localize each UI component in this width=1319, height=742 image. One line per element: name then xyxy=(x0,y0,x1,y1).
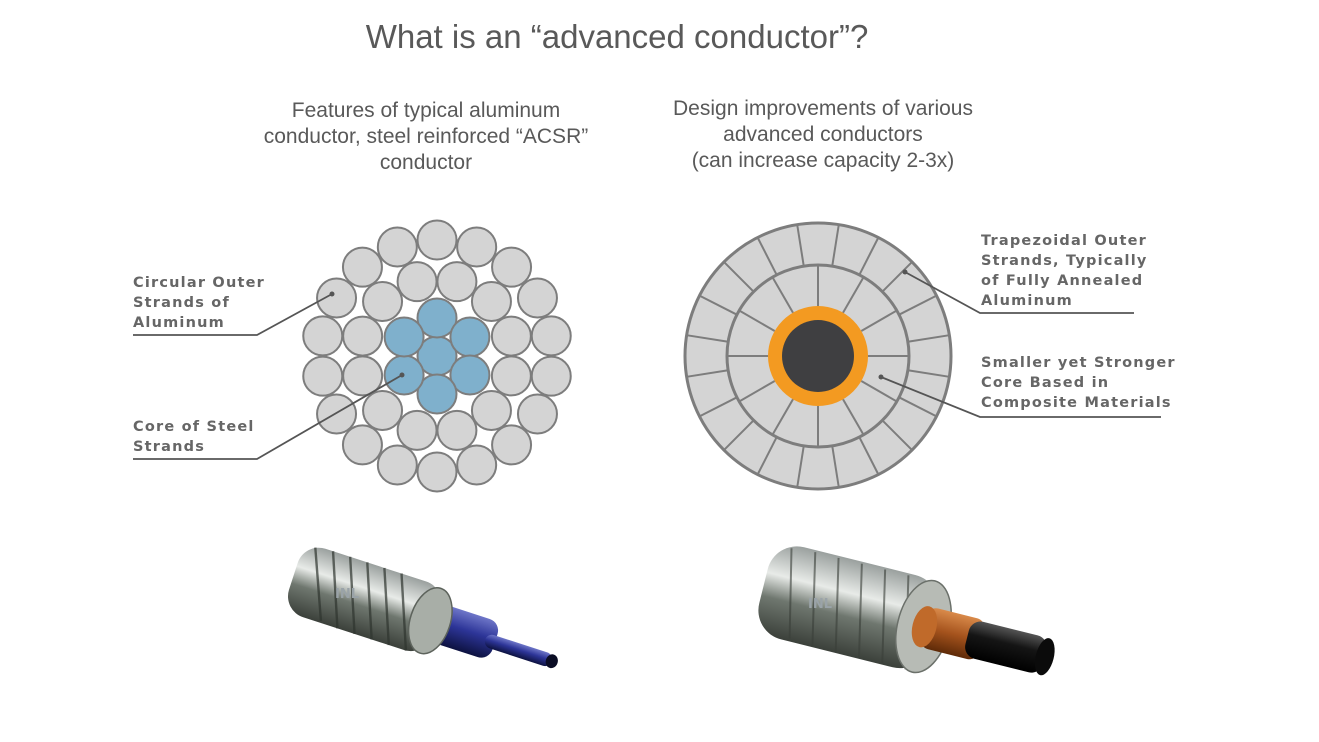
outer-strand-divider xyxy=(699,294,738,316)
outer-strand-divider xyxy=(907,334,950,343)
aluminum-strand xyxy=(396,409,438,451)
steel-strand xyxy=(449,316,491,358)
aluminum-strand xyxy=(491,246,533,288)
composite-core xyxy=(782,320,854,392)
outer-strand-divider xyxy=(699,396,738,418)
aluminum-strand xyxy=(456,444,498,486)
aluminum-strand xyxy=(302,355,344,397)
inner-strand-divider xyxy=(738,309,776,332)
steel-strand xyxy=(383,316,425,358)
aluminum-strand xyxy=(490,355,532,397)
acsr-cross-section xyxy=(302,219,572,493)
aluminum-strand xyxy=(436,409,478,451)
aluminum-strand xyxy=(530,315,572,357)
aluminum-strand xyxy=(456,226,498,268)
steel-strand xyxy=(416,373,458,415)
callout-steel-core: Core of Steel Strands xyxy=(133,419,255,455)
outer-strand-divider xyxy=(858,237,880,276)
outer-strand-divider xyxy=(881,261,913,293)
aluminum-strand xyxy=(376,444,418,486)
outer-strand-divider xyxy=(796,224,805,267)
outer-strand-divider xyxy=(907,369,950,378)
acsr-watermark: INL xyxy=(335,587,359,602)
outer-strand-divider xyxy=(686,369,729,378)
acsr-leader-lines xyxy=(133,291,405,460)
outer-strand-divider xyxy=(831,445,840,488)
acsr-heading: Features of typical aluminum conductor, … xyxy=(263,99,589,174)
outer-strand-divider xyxy=(723,419,755,451)
outer-strand-divider xyxy=(756,436,778,475)
inner-strand-divider xyxy=(842,276,865,314)
inner-strand-divider xyxy=(860,380,898,403)
inner-strand-divider xyxy=(842,398,865,436)
outer-strand-divider xyxy=(858,436,880,475)
outer-strand-divider xyxy=(881,419,913,451)
callout-trapezoidal-strands: Trapezoidal Outer Strands, Typically of … xyxy=(981,233,1148,309)
outer-strand-divider xyxy=(756,237,778,276)
inner-strand-divider xyxy=(738,380,776,403)
aluminum-strand xyxy=(362,281,404,323)
aluminum-strand xyxy=(470,389,512,431)
outer-strand-divider xyxy=(831,224,840,267)
steel-strand xyxy=(416,297,458,339)
advanced-heading: Design improvements of various advanced … xyxy=(673,97,973,172)
steel-strand xyxy=(449,354,491,396)
aluminum-strand xyxy=(516,277,558,319)
advanced-leader-lines xyxy=(878,269,1161,418)
callout-circular-outer-strands: Circular Outer Strands of Aluminum xyxy=(133,275,265,331)
aluminum-strand xyxy=(470,281,512,323)
aluminum-strand xyxy=(316,277,358,319)
outer-strand-divider xyxy=(898,396,937,418)
aluminum-strand xyxy=(316,393,358,435)
inner-strand-divider xyxy=(860,309,898,332)
acsr-cable-render: INL xyxy=(287,547,558,669)
callout-composite-core: Smaller yet Stronger Core Based in Compo… xyxy=(981,355,1176,411)
aluminum-strand xyxy=(491,424,533,466)
aluminum-strand xyxy=(490,315,532,357)
outer-strand-divider xyxy=(686,334,729,343)
outer-strand-divider xyxy=(898,294,937,316)
inner-strand-divider xyxy=(771,276,794,314)
advanced-cross-section xyxy=(683,221,953,491)
aluminum-strand xyxy=(530,355,572,397)
advanced-watermark: INL xyxy=(808,597,832,612)
aluminum-strand xyxy=(341,246,383,288)
page-title: What is an “advanced conductor”? xyxy=(365,18,869,55)
aluminum-strand xyxy=(302,315,344,357)
aluminum-strand xyxy=(416,451,458,493)
aluminum-strand xyxy=(396,261,438,303)
aluminum-strand xyxy=(362,389,404,431)
aluminum-strand xyxy=(376,226,418,268)
aluminum-strand xyxy=(516,393,558,435)
inner-strand-divider xyxy=(771,398,794,436)
outer-strand-divider xyxy=(796,445,805,488)
aluminum-strand xyxy=(416,219,458,261)
aluminum-strand xyxy=(342,315,384,357)
aluminum-strand xyxy=(436,261,478,303)
outer-strand-divider xyxy=(723,261,755,293)
aluminum-strand xyxy=(341,424,383,466)
advanced-cable-render: INL xyxy=(758,546,1055,676)
